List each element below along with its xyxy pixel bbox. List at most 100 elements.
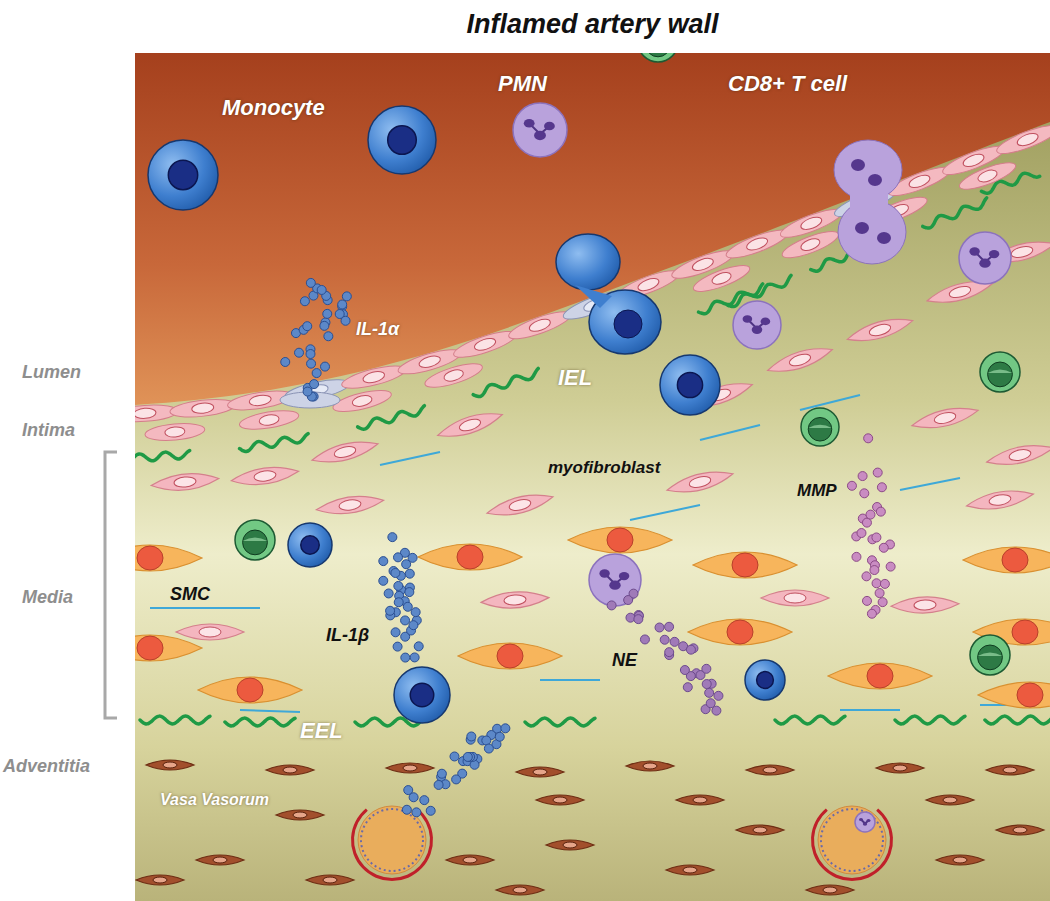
- myofibroblast-cell: [985, 440, 1050, 470]
- part-label: IL-1α: [356, 320, 399, 340]
- artery-wall: [135, 122, 1050, 901]
- endothelial-cell: [238, 407, 300, 433]
- mmp-particles: [847, 434, 895, 618]
- collagen-fiber: [540, 679, 600, 681]
- smooth-muscle-cell: [828, 663, 932, 689]
- adventitial-fibroblast: [536, 795, 584, 805]
- collagen-fiber: [240, 710, 300, 712]
- internal-elastic-lamina: [921, 198, 989, 230]
- internal-elastic-lamina: [135, 450, 190, 463]
- smooth-muscle-cell: [963, 547, 1050, 573]
- part-label: NE: [612, 651, 637, 671]
- figure-title: Inflamed artery wall: [0, 10, 1050, 40]
- endothelial-cell: [169, 397, 236, 420]
- lumen-blood: [135, 53, 1050, 901]
- collagen-fiber: [700, 425, 760, 440]
- endothelial-cell: [423, 359, 485, 392]
- myofibroblast-cell: [845, 313, 915, 347]
- part-label: IEL: [558, 366, 592, 390]
- myofibroblast-cell: [665, 466, 735, 498]
- endothelial-cell: [723, 225, 790, 263]
- smooth-muscle-cell: [198, 677, 302, 703]
- adventitial-fibroblast: [936, 855, 984, 865]
- smooth-muscle-cell: [135, 635, 202, 661]
- part-label: Media: [22, 588, 73, 608]
- adventitial-fibroblast: [496, 885, 544, 895]
- part-label: SMC: [170, 585, 210, 605]
- collagen-fiber: [840, 709, 900, 711]
- myofibroblast-cell: [761, 590, 829, 606]
- internal-elastic-lamina: [239, 433, 309, 452]
- endothelial-cell: [144, 421, 205, 442]
- collagen-fiber: [380, 452, 440, 465]
- myofibroblast-cell: [230, 463, 300, 488]
- adventitial-fibroblast: [306, 875, 354, 885]
- adventitial-fibroblast: [746, 765, 794, 775]
- adventitial-fibroblast: [736, 825, 784, 835]
- collagen-fiber: [900, 478, 960, 490]
- adventitial-fibroblast: [996, 825, 1044, 835]
- adventitial-fibroblast: [386, 763, 434, 773]
- endothelial-cell: [994, 120, 1050, 159]
- transmigrating-monocyte: [556, 234, 661, 354]
- collagen-fiber: [800, 395, 860, 410]
- part-label: Vasa Vasorum: [160, 791, 269, 809]
- t-cell: [801, 408, 839, 446]
- myofibroblast-cell: [910, 403, 980, 434]
- monocyte-cell: [288, 523, 332, 567]
- adventitial-fibroblast: [666, 865, 714, 875]
- smooth-muscle-cell: [568, 527, 672, 553]
- part-label: PMN: [498, 72, 547, 96]
- adventitial-fibroblast: [876, 763, 924, 773]
- vasa-vasorum-vessel: [811, 806, 893, 881]
- endothelial-cell: [691, 260, 753, 296]
- myofibroblast-cell: [310, 436, 380, 468]
- external-elastic-lamina: [225, 718, 295, 726]
- neutrophil-cell: [959, 232, 1011, 284]
- myofibroblast-cell: [485, 489, 555, 521]
- t-cell: [980, 352, 1020, 392]
- t-cell: [638, 53, 678, 62]
- neutrophil-cell: [855, 812, 875, 832]
- elastase-particles: [607, 589, 723, 715]
- adventitial-fibroblast: [446, 855, 494, 865]
- part-label: MMP: [797, 482, 837, 501]
- il1b-particles: [402, 724, 510, 817]
- endothelial-cell: [340, 361, 408, 393]
- smooth-muscle-cell: [135, 545, 202, 571]
- adventitial-fibroblast: [546, 840, 594, 850]
- il1a-particles: [281, 278, 352, 401]
- myofibroblast-cell: [435, 407, 505, 443]
- endothelial-cell: [451, 326, 519, 362]
- collagen-fiber: [630, 505, 700, 520]
- monocyte-cell: [148, 140, 218, 210]
- myofibroblast-cell: [150, 470, 219, 493]
- smooth-muscle-cell: [418, 544, 522, 570]
- media-bracket: [105, 452, 117, 718]
- part-label: Lumen: [22, 363, 81, 383]
- adventitial-fibroblast: [266, 765, 314, 775]
- myofibroblast-cell: [891, 596, 960, 614]
- artery-panel: [135, 53, 1050, 901]
- myofibroblast-cell: [965, 486, 1035, 514]
- smooth-muscle-cell: [978, 682, 1050, 708]
- adventitial-fibroblast: [276, 810, 324, 820]
- part-label: EEL: [300, 719, 343, 743]
- myofibroblast-cell: [315, 492, 385, 517]
- adventitial-fibroblast: [516, 767, 564, 777]
- external-elastic-lamina: [775, 716, 845, 724]
- part-label: IL-1β: [326, 626, 369, 646]
- part-label: Intima: [22, 421, 75, 441]
- collagen-fiber: [150, 607, 260, 609]
- adventitial-fibroblast: [986, 765, 1034, 775]
- adventitial-fibroblast: [926, 795, 974, 805]
- part-label: Adventitia: [3, 757, 90, 777]
- part-label: CD8+ T cell: [728, 72, 847, 96]
- t-cell: [970, 635, 1010, 675]
- myofibroblast-cell: [765, 342, 835, 378]
- neutrophil-cell: [513, 103, 567, 157]
- smooth-muscle-cell: [458, 643, 562, 669]
- part-label: myofibroblast: [548, 459, 660, 478]
- monocyte-cell: [394, 667, 450, 723]
